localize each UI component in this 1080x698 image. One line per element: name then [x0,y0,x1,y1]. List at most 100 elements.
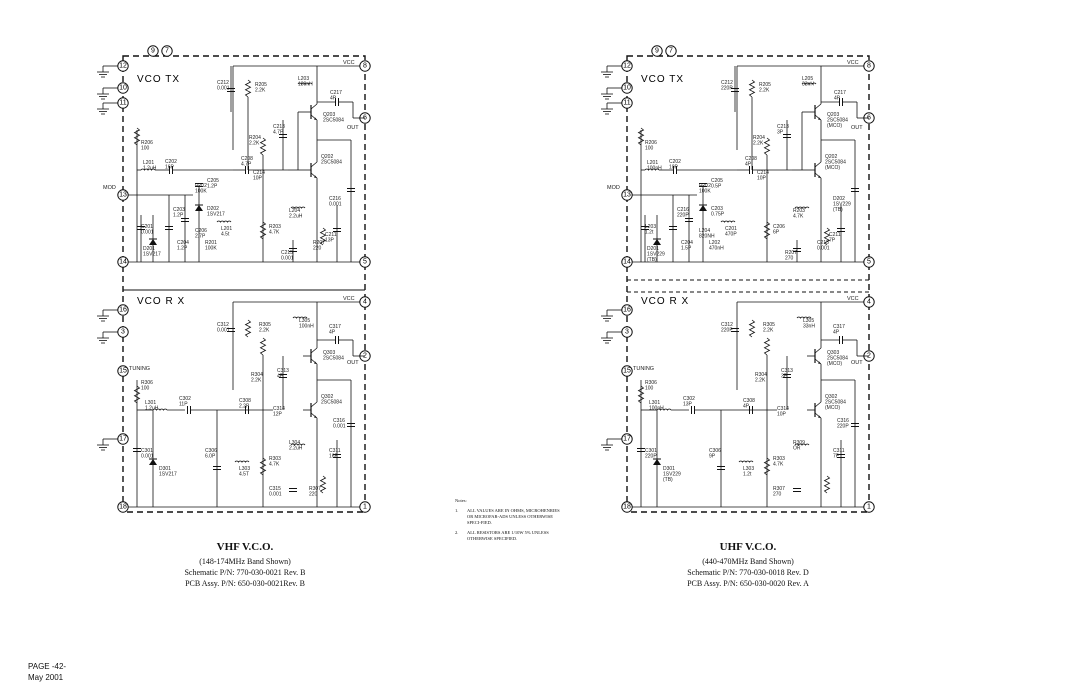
left-pin-right-1: 1 [359,501,371,513]
svg-text:14: 14 [119,259,127,266]
right-pin-right-4: 4 [863,296,875,308]
right-pin-left-11: 11 [621,97,633,109]
right-module-outline [626,55,870,513]
left-pin-top-7: 7 [161,45,173,57]
right-pcb-pn: PCB Assy. P/N: 650-030-0020 Rev. A [687,579,809,588]
svg-text:11: 11 [623,100,630,107]
right-pin-left-17: 17 [621,433,633,445]
svg-text:13: 13 [623,192,631,199]
right-net-vcc-tx: VCC [847,60,859,66]
svg-text:7: 7 [669,48,673,55]
left-net-out-rx: OUT [347,360,359,366]
left-net-mod: MOD [103,185,116,191]
left-pin-left-11: 11 [117,97,129,109]
svg-text:6: 6 [363,115,367,122]
svg-text:11: 11 [119,100,126,107]
left-module-outline [122,55,366,513]
right-pin-left-10: 10 [621,82,633,94]
left-pin-left-18: 18 [117,501,129,513]
right-net-vcc-rx: VCC [847,296,859,302]
left-pin-left-14: 14 [117,256,129,268]
left-pin-top-9: 9 [147,45,159,57]
note-1: 1.ALL VALUES ARE IN OHMS, MICROHENRIES O… [455,508,560,525]
svg-text:10: 10 [623,85,631,92]
left-net-vcc-tx: VCC [343,60,355,66]
right-pin-top-7: 7 [665,45,677,57]
svg-text:15: 15 [623,368,631,375]
left-net-vcc-rx: VCC [343,296,355,302]
left-net-tuning: TUNING [129,366,150,372]
left-schematic-pn: Schematic P/N: 770-030-0021 Rev. B [184,568,306,577]
svg-text:1: 1 [867,504,871,511]
svg-text:16: 16 [623,307,631,314]
left-band: (148-174MHz Band Shown) [199,557,291,566]
left-pin-left-15: 15 [117,365,129,377]
svg-text:9: 9 [151,48,155,55]
svg-text:12: 12 [623,63,631,70]
left-pin-left-13: 13 [117,189,129,201]
left-pin-left-10: 10 [117,82,129,94]
page-number: PAGE -42- [28,662,67,671]
left-pin-right-8: 8 [359,60,371,72]
page-date: May 2001 [28,673,64,682]
svg-text:18: 18 [623,504,631,511]
left-pin-left-3: 3 [117,326,129,338]
right-vco-tx-label: VCO TX [641,74,684,85]
svg-text:5: 5 [867,259,871,266]
svg-text:17: 17 [119,436,127,443]
svg-text:2: 2 [867,353,871,360]
svg-text:10: 10 [119,85,127,92]
right-pin-left-15: 15 [621,365,633,377]
page-footer: PAGE -42- May 2001 [28,661,66,683]
right-net-tuning: TUNING [633,366,654,372]
left-pin-left-12: 12 [117,60,129,72]
right-net-out-rx: OUT [851,360,863,366]
